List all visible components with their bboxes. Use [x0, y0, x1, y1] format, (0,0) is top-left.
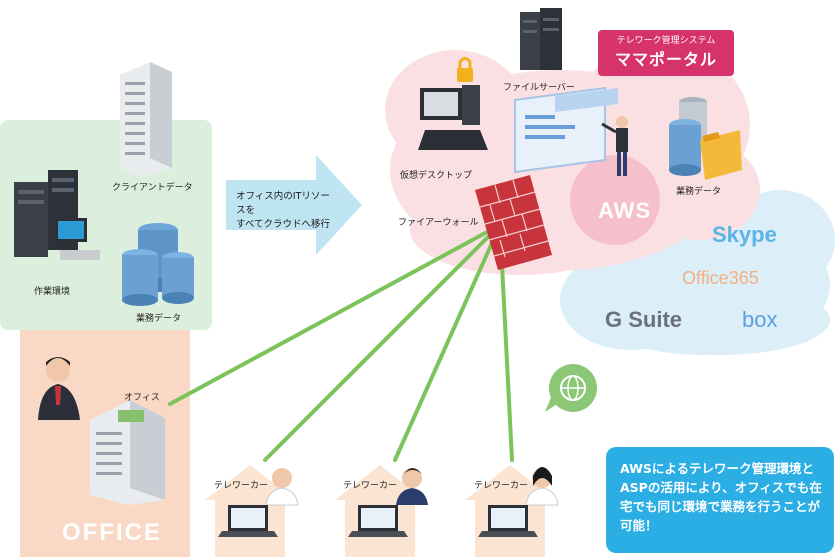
migration-arrow: [226, 155, 362, 255]
system-badge-subtitle: テレワーク管理システム: [616, 36, 716, 46]
office365-label: Office365: [682, 268, 759, 288]
work-env-label: 作業環境: [34, 287, 71, 297]
cloud-database-icon: [669, 97, 707, 176]
office-biz-data-label: 業務データ: [136, 314, 182, 324]
desktop-icon: [55, 218, 100, 260]
system-badge-title: ママポータル: [614, 50, 717, 69]
lock-icon: [457, 57, 473, 82]
building-icon: [120, 62, 172, 178]
teleworker-2-label: テレワーカー: [343, 481, 398, 491]
office-building-icon: [90, 400, 165, 505]
migration-arrow-text: オフィス内のITリソースを すべてクラウドへ移行: [236, 191, 330, 230]
office-label: オフィス: [124, 393, 160, 403]
teleworker-1-label: テレワーカー: [214, 481, 269, 491]
gsuite-label: G Suite: [605, 307, 683, 332]
firewall-label: ファイアーウォール: [398, 218, 479, 228]
globe-icon: [545, 364, 597, 412]
database-icon: [122, 223, 194, 306]
teleworker-3-label: テレワーカー: [474, 481, 529, 491]
system-badge: テレワーク管理システム ママポータル: [598, 30, 734, 76]
cloud-biz-data-label: 業務データ: [676, 187, 722, 197]
aws-label: AWS: [598, 198, 652, 223]
folder-icon: [700, 130, 742, 180]
virtual-desktop-label: 仮想デスクトップ: [400, 171, 473, 181]
office-big-label: OFFICE: [62, 519, 162, 546]
box-label: box: [742, 307, 778, 332]
skype-label: Skype: [712, 222, 777, 247]
firewall-icon: [475, 175, 552, 270]
file-server-icon: [520, 8, 562, 70]
portal-screen-icon: [514, 86, 618, 174]
server-icon: [14, 170, 78, 257]
teleworker-person-icon: [265, 467, 559, 506]
aws-highlight: [570, 155, 660, 245]
laptop-icon: [218, 505, 538, 537]
client-data-label: クライアントデータ: [112, 183, 193, 193]
virtual-desktop-icon: [418, 85, 488, 150]
file-server-label: ファイルサーバー: [503, 83, 575, 93]
info-box: AWSによるテレワーク管理環境とASPの活用により、オフィスでも在宅でも同じ環境…: [606, 447, 834, 553]
person-icon: [38, 357, 80, 420]
presenter-icon: [601, 116, 628, 176]
